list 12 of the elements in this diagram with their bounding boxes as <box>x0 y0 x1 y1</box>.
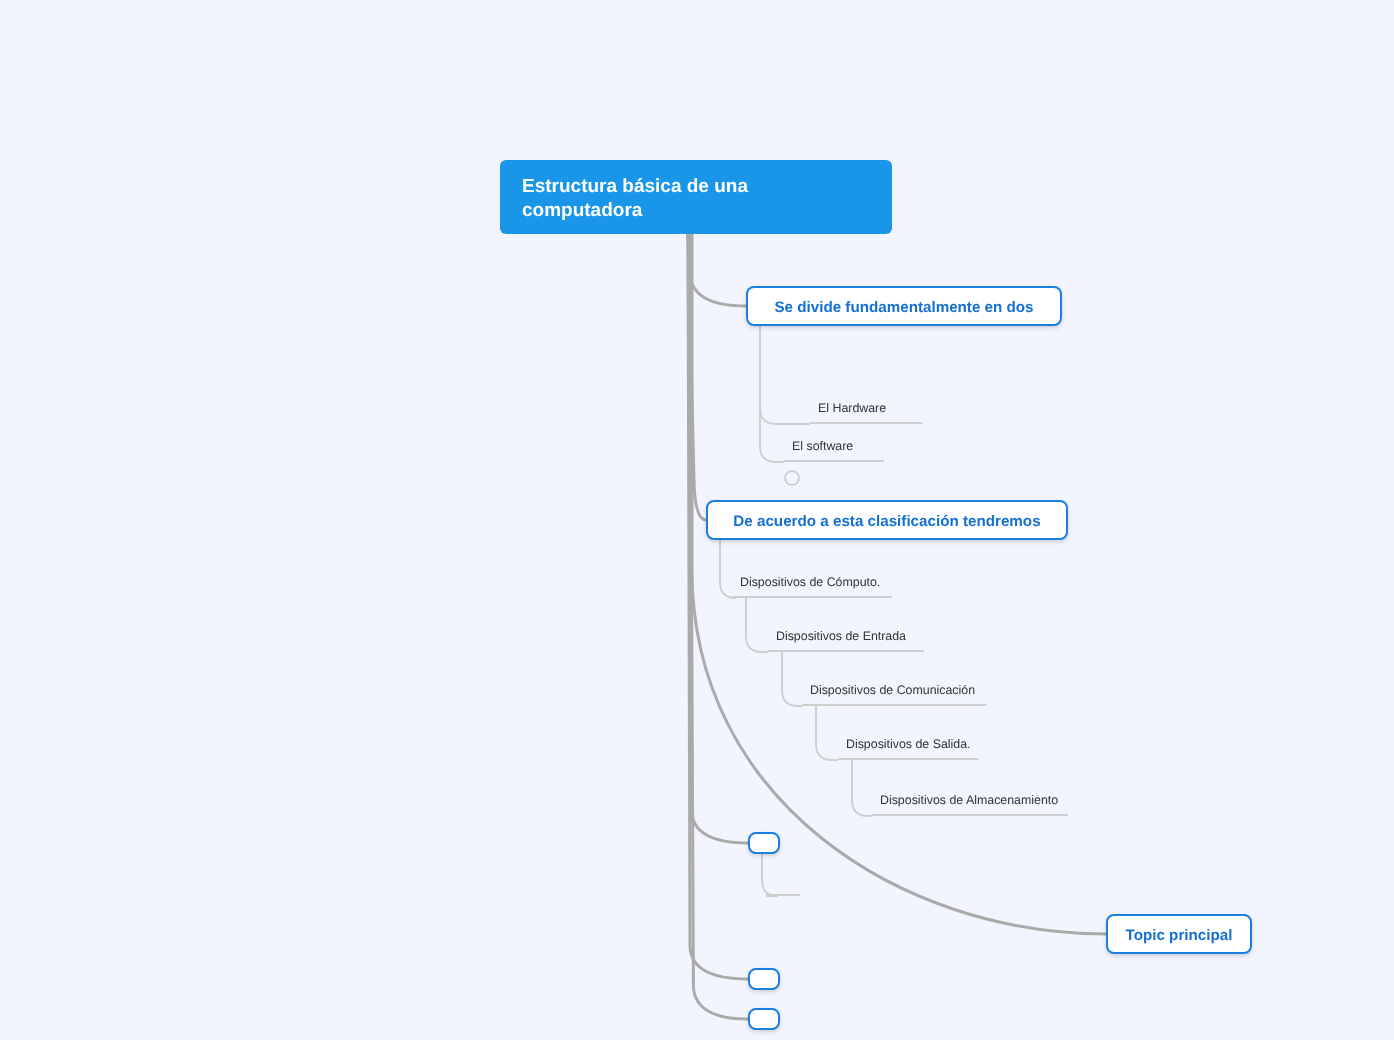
branch-line <box>851 759 873 817</box>
empty-topic-box <box>748 832 780 854</box>
branch-line <box>690 234 1107 936</box>
branch-line <box>761 853 779 897</box>
branch-line <box>745 597 769 653</box>
empty-topic-box <box>748 1008 780 1030</box>
branch-line <box>815 705 839 761</box>
empty-topic-box <box>748 968 780 990</box>
branch-line <box>781 651 803 707</box>
central-topic-box: Estructura básica de una computadora <box>500 160 892 234</box>
branch-line <box>759 325 785 463</box>
branch-line <box>719 539 737 599</box>
